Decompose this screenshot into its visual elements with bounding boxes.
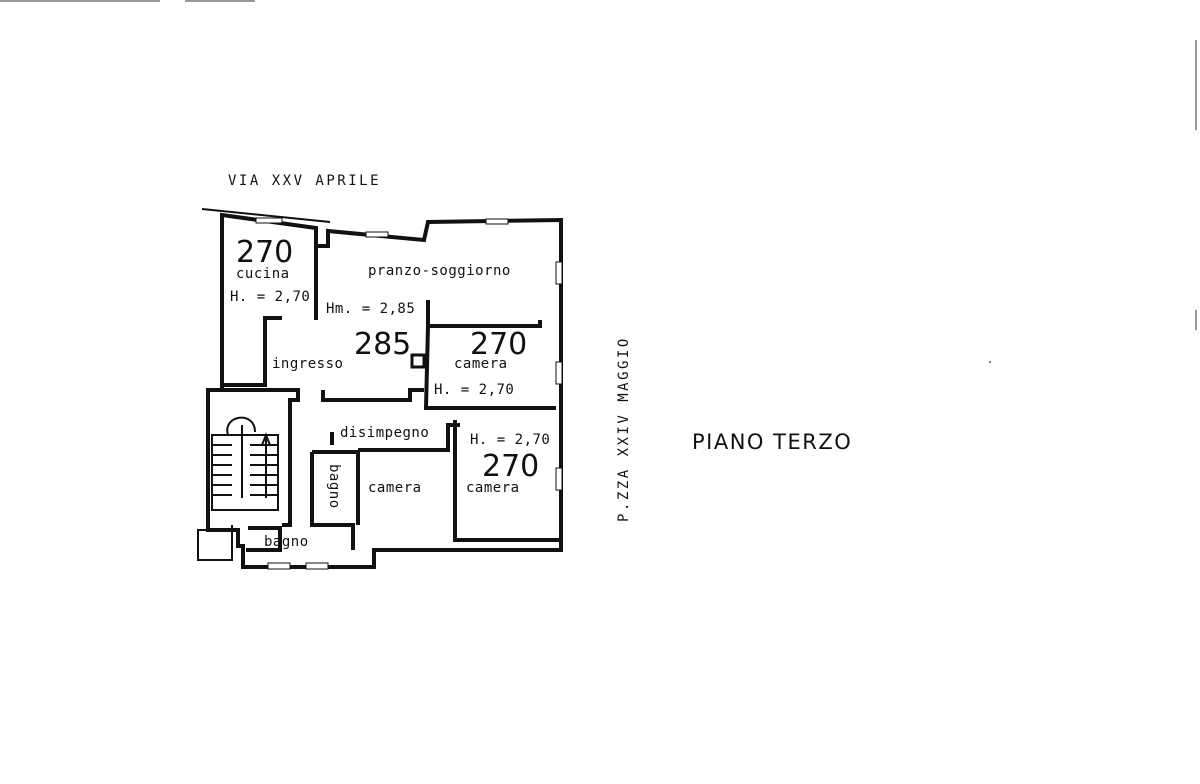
- street-label-side: P.ZZA XXIV MAGGIO: [616, 336, 632, 522]
- height-label-camera-1: H. = 2,70: [434, 382, 514, 398]
- staircase: [211, 416, 279, 511]
- room-label-disimpegno: disimpegno: [340, 425, 429, 441]
- room-label-camera-1: camera: [454, 356, 508, 372]
- hand-height-camera-1: 270: [470, 327, 527, 362]
- room-label-ingresso: ingresso: [272, 356, 343, 372]
- window-marks: [255, 217, 563, 570]
- height-label-camera-3: H. = 2,70: [470, 432, 550, 448]
- street-label-top: VIA XXV APRILE: [228, 173, 381, 189]
- room-label-bagno-bottom: bagno: [264, 534, 309, 550]
- height-label-pranzo: Hm. = 2,85: [326, 301, 415, 317]
- floor-title: PIANO TERZO: [692, 430, 852, 454]
- height-label-cucina: H. = 2,70: [230, 289, 310, 305]
- room-cucina: 270 cucina H. = 2,70: [230, 235, 310, 305]
- landing-block: [197, 529, 233, 561]
- scan-artifact-lines: [0, 0, 1197, 330]
- room-label-camera-2: camera: [368, 480, 422, 496]
- hand-height-pranzo: 285: [354, 327, 411, 362]
- internal-walls: [215, 246, 560, 560]
- hand-height-cucina: 270: [236, 235, 293, 270]
- room-camera-1: 270 camera H. = 2,70: [434, 327, 527, 398]
- hand-height-camera-3: 270: [482, 449, 539, 484]
- room-label-cucina: cucina: [236, 266, 290, 282]
- street-boundary-line: [201, 208, 331, 223]
- room-camera-3: H. = 2,70 270 camera: [466, 432, 550, 496]
- scan-dot: [989, 361, 991, 363]
- room-label-pranzo-soggiorno: pranzo-soggiorno: [368, 263, 511, 279]
- room-label-bagno-vertical: bagno: [326, 464, 342, 509]
- room-pranzo-soggiorno: pranzo-soggiorno Hm. = 2,85 285: [326, 263, 511, 362]
- room-label-camera-3: camera: [466, 480, 520, 496]
